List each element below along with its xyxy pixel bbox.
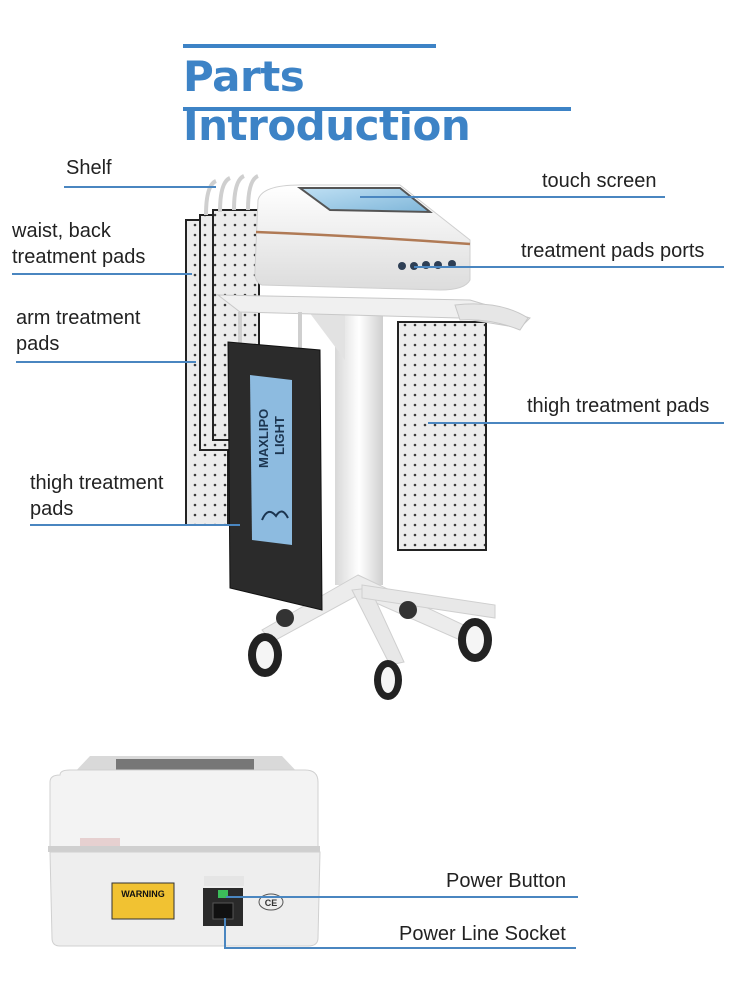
label-power-button: Power Button (446, 870, 567, 892)
label-waist-back-1: waist, back (12, 220, 111, 242)
leader-shelf (64, 186, 216, 188)
leader-power-button (226, 896, 578, 898)
label-power-socket: Power Line Socket (399, 923, 566, 945)
touch-screen-panel (296, 187, 433, 214)
leader-arm (16, 361, 196, 363)
ce-mark: CE (265, 898, 278, 908)
leader-pads-ports (414, 266, 724, 268)
pad-brand-1: MAXLIPO (256, 409, 271, 468)
leader-waist-back (12, 273, 192, 275)
shelf-hooks (204, 174, 260, 216)
leader-touch-screen (360, 196, 665, 198)
leader-power-socket-vertical (224, 918, 226, 948)
title-top-rule (183, 44, 436, 48)
label-thigh-right: thigh treatment pads (527, 395, 710, 417)
label-arm-2: pads (16, 333, 60, 355)
label-shelf: Shelf (66, 157, 112, 179)
front-thigh-pad: MAXLIPO LIGHT (227, 312, 323, 611)
pad-brand-2: LIGHT (272, 416, 287, 455)
label-arm-1: arm treatment (16, 307, 141, 329)
label-touch-screen: touch screen (542, 170, 657, 192)
main-unit (254, 184, 471, 291)
title-bottom-rule (183, 107, 571, 111)
warning-label: WARNING (121, 889, 165, 899)
rear-unit: WARNING CE (48, 756, 321, 947)
leader-thigh-left (30, 524, 240, 526)
label-thigh-left-2: pads (30, 498, 74, 520)
label-thigh-left-1: thigh treatment (30, 472, 164, 494)
label-pads-ports: treatment pads ports (521, 240, 705, 262)
right-thigh-pad (397, 321, 487, 551)
leader-thigh-right (428, 422, 724, 424)
label-waist-back-2: treatment pads (12, 246, 146, 268)
leader-power-socket (224, 947, 576, 949)
title-block: Parts Introduction (183, 44, 571, 150)
stand-base (248, 574, 496, 700)
